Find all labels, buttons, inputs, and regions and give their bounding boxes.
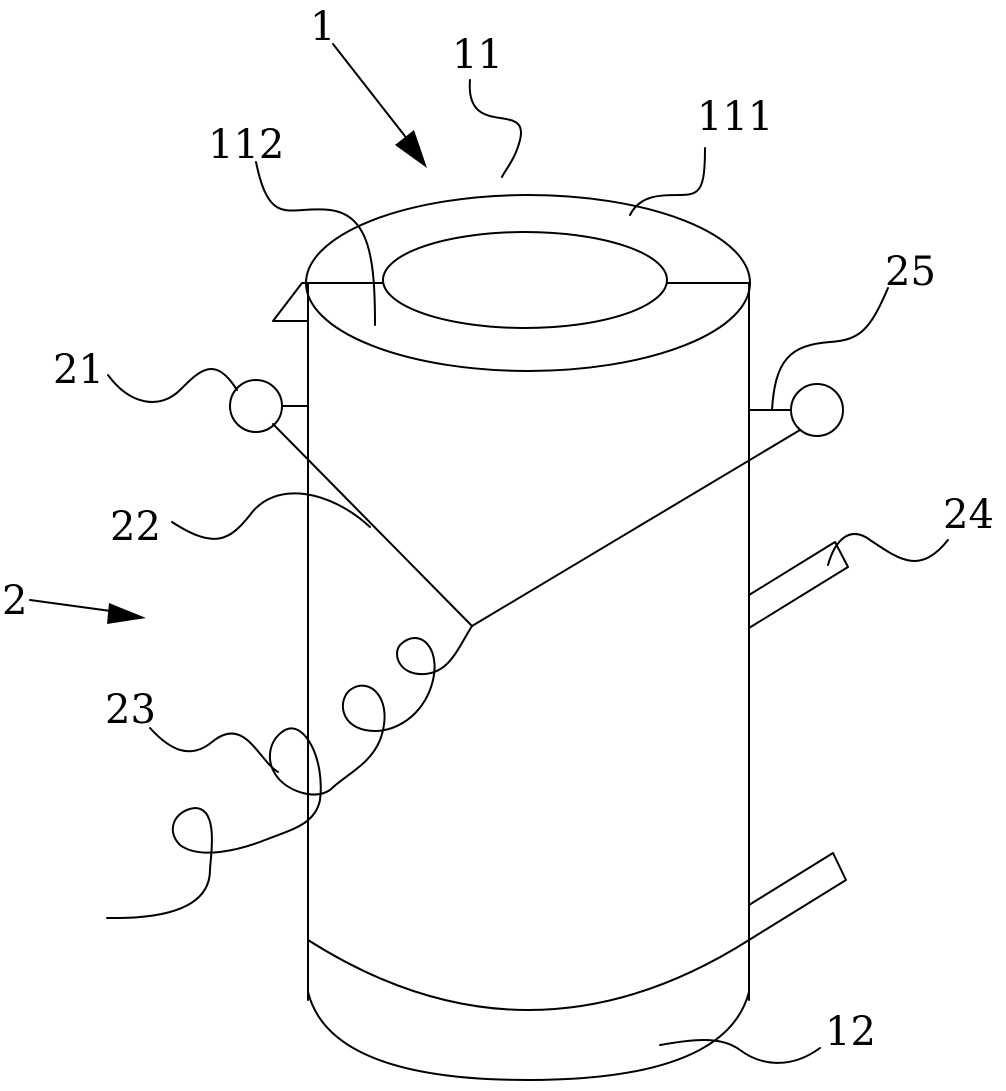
bottom-end: [307, 939, 750, 1081]
pointer-arrow-2: [29, 599, 146, 624]
leader-lines: [107, 79, 949, 1064]
label-25: 25: [885, 249, 936, 295]
label-21: 21: [53, 347, 104, 393]
bottom-rim: [307, 991, 750, 1081]
side-pipes: [748, 541, 849, 941]
label-23: 23: [105, 687, 156, 733]
leader-25: [771, 287, 889, 411]
right-strap: [471, 429, 801, 627]
leader-24: [827, 533, 949, 566]
lower-side-pipe: [748, 852, 847, 941]
right-hook-ring: [790, 383, 844, 437]
leader-11: [468, 79, 523, 178]
top-left-tab: [272, 282, 309, 322]
top-inner-opening: [382, 231, 668, 329]
leader-12: [659, 1039, 821, 1064]
label-2: 2: [2, 578, 27, 624]
left-strap: [272, 423, 473, 627]
cylinder-body: [307, 282, 750, 1001]
suspension-assembly: [106, 379, 844, 920]
label-1: 1: [310, 4, 335, 50]
label-112: 112: [208, 122, 284, 168]
label-12: 12: [825, 1009, 876, 1055]
reference-labels: 1 11 111 112 25 21 22 24 2 23 12: [2, 4, 994, 1055]
label-24: 24: [943, 492, 994, 538]
bottom-band-line: [307, 939, 750, 1011]
label-111: 111: [697, 94, 773, 140]
leader-23: [149, 727, 279, 773]
pointer-arrow-1: [332, 43, 427, 168]
top-end: [272, 194, 751, 372]
leader-111: [629, 147, 706, 216]
coiled-cable: [106, 625, 473, 920]
label-11: 11: [452, 32, 503, 78]
upper-side-pipe: [748, 541, 849, 629]
leader-112: [255, 161, 376, 326]
leader-22: [171, 492, 371, 540]
label-22: 22: [110, 504, 161, 550]
leader-21: [107, 368, 238, 403]
